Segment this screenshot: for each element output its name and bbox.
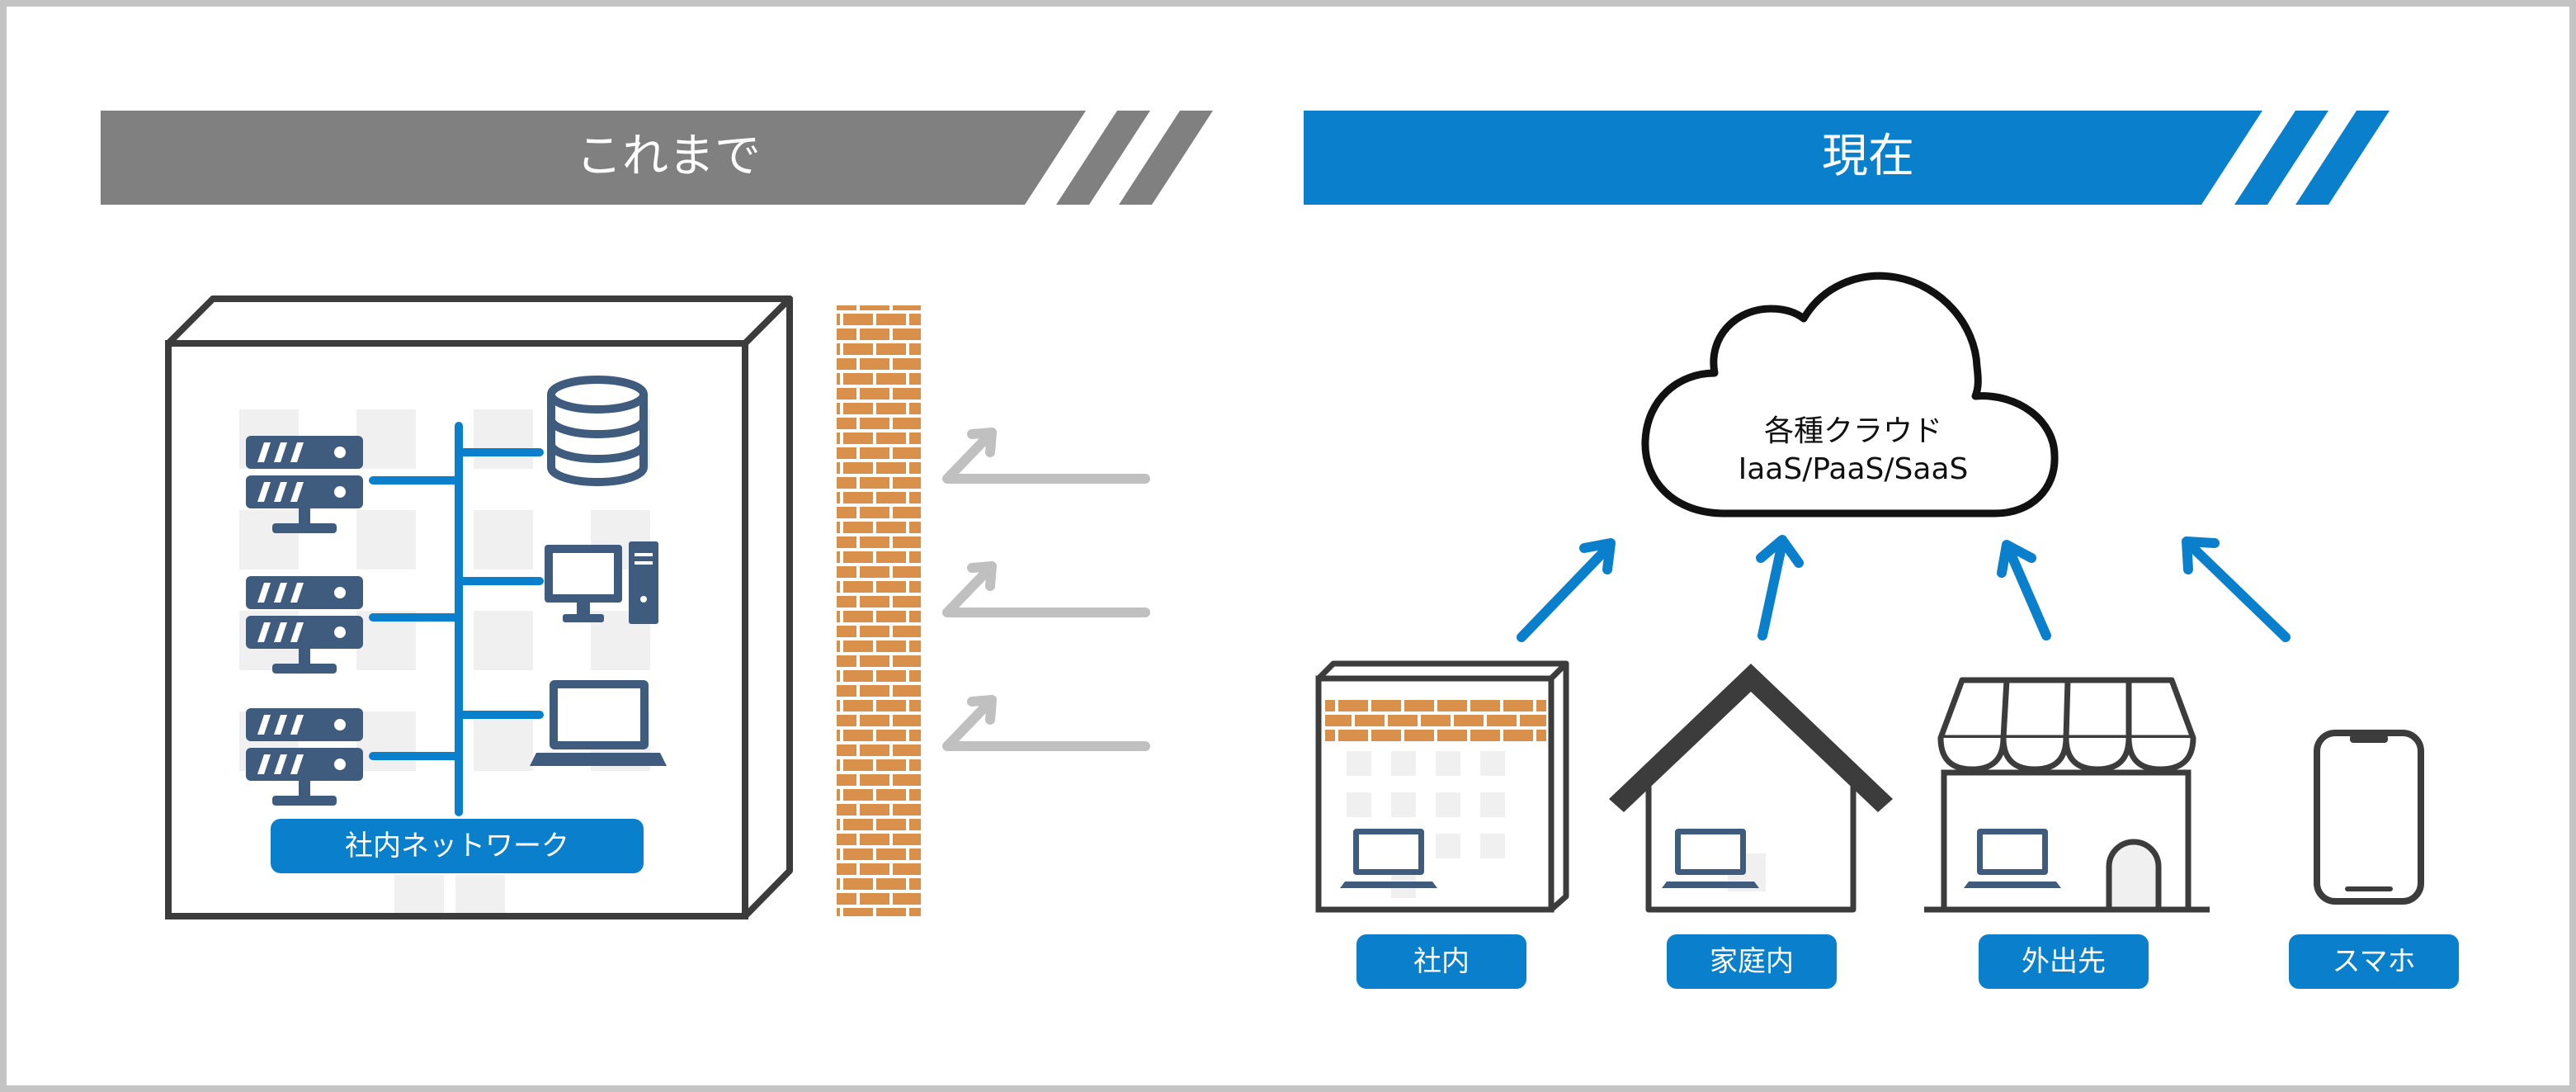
cloud-access-arrows <box>1517 535 2291 642</box>
laptop-icon <box>530 680 667 766</box>
label-badge-office <box>1356 934 1526 989</box>
label-badge-outside <box>1979 934 2149 989</box>
banner-now: 現在 <box>1304 111 2390 205</box>
network-lines <box>369 422 544 816</box>
office-firewall <box>1325 697 1546 743</box>
banner-now-bar <box>1304 111 2262 205</box>
network-label-badge <box>271 819 644 873</box>
network-label: 社内ネットワーク <box>345 830 569 863</box>
banner-stripe <box>1119 111 1213 205</box>
label-badge-home <box>1667 934 1837 989</box>
blocked-arrows <box>942 428 1150 751</box>
banner-before: これまで <box>101 111 1213 205</box>
cloud-label-line1: 各種クラウド <box>1764 414 1942 448</box>
cloud-label-line2: IaaS/PaaS/SaaS <box>1739 452 1969 486</box>
label-office: 社内 <box>1413 945 1470 978</box>
desktop-pc-icon <box>545 541 658 624</box>
label-outside: 外出先 <box>2022 945 2106 978</box>
company-building: 社内ネットワーク <box>165 295 793 919</box>
arrow-office-to-cloud <box>1517 541 1614 642</box>
shop-icon <box>1924 677 2210 913</box>
office-building-icon <box>1315 660 1569 913</box>
banner-stripe <box>2295 111 2390 205</box>
banner-before-title: これまで <box>576 130 761 183</box>
blocked-arrow <box>942 561 1150 617</box>
banner-now-title: 現在 <box>1822 130 1914 183</box>
arrow-home-to-cloud <box>1757 538 1787 641</box>
blocked-arrow <box>942 695 1150 751</box>
label-home: 家庭内 <box>1710 945 1794 978</box>
smartphone-icon <box>2314 730 2424 905</box>
house-icon <box>1609 664 1893 913</box>
banner-stripe <box>2234 111 2328 205</box>
cloud-icon: 各種クラウド IaaS/PaaS/SaaS <box>1641 272 2059 518</box>
label-badge-smartphone <box>2289 934 2459 989</box>
arrow-smartphone-to-cloud <box>2185 540 2291 642</box>
database-icon <box>547 376 648 486</box>
label-smartphone: スマホ <box>2333 945 2416 978</box>
location-labels: 社内 家庭内 外出先 スマホ <box>1356 934 2459 989</box>
banner-stripe <box>1056 111 1150 205</box>
banner-before-bar <box>101 111 1086 205</box>
arrow-outside-to-cloud <box>2003 543 2051 641</box>
blocked-arrow <box>942 428 1150 484</box>
firewall-wall <box>837 305 921 916</box>
